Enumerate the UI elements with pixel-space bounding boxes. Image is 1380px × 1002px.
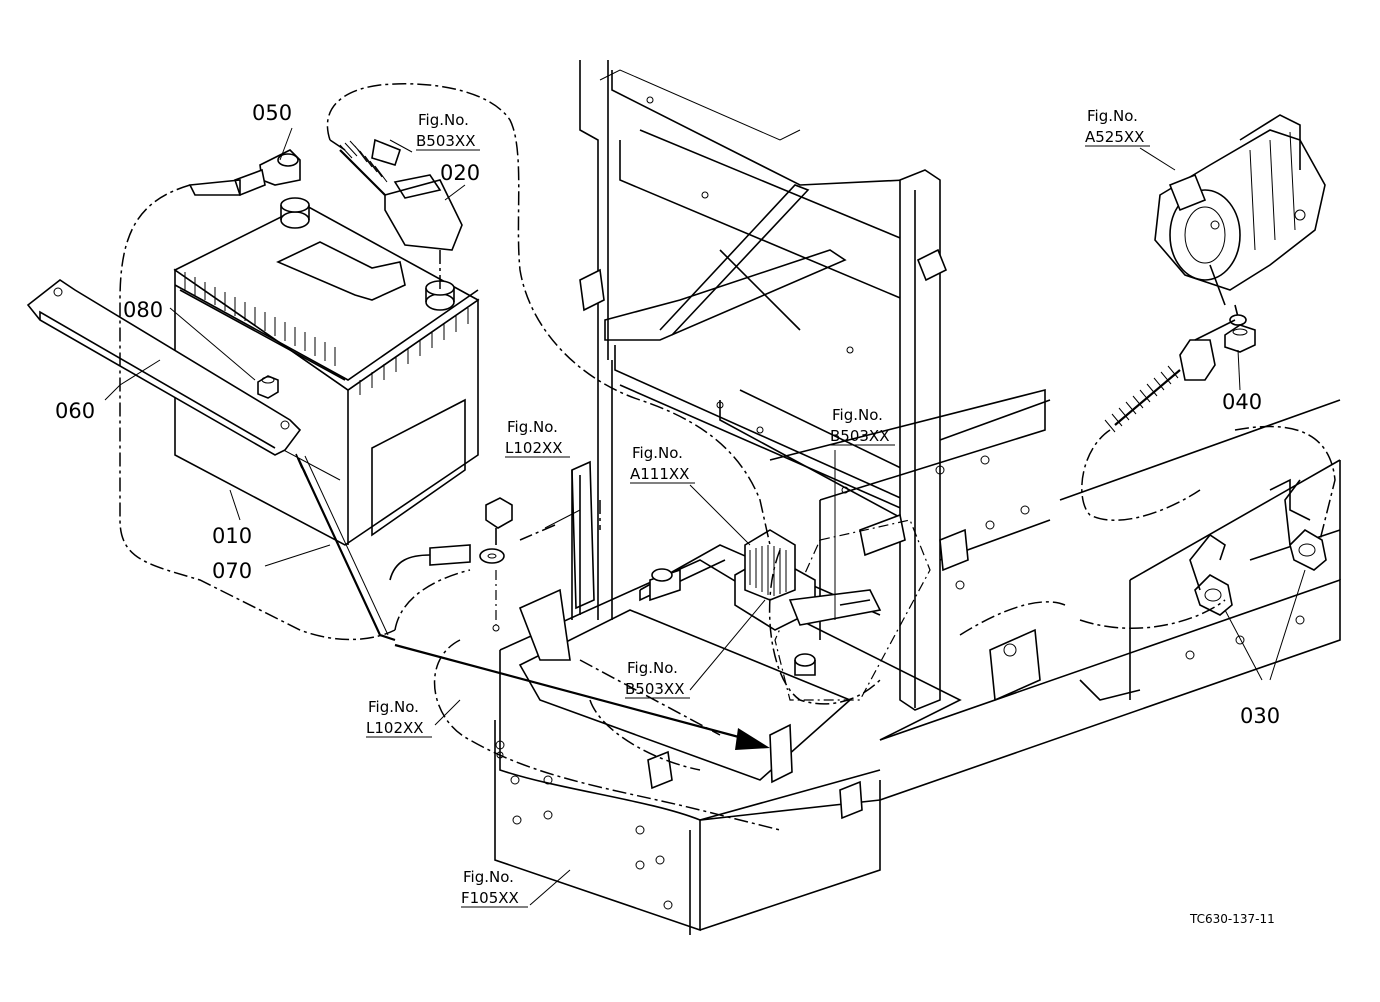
starter-cable: [1104, 319, 1256, 433]
fig-ref-a111-line1: Fig.No.: [632, 444, 683, 462]
part-label-030: 030: [1240, 704, 1280, 728]
cable-spring: [339, 140, 388, 183]
fig-ref-a111-line2: A111XX: [630, 465, 689, 483]
fig-ref-l102-mid-line1: Fig.No.: [507, 418, 558, 436]
machine-frame: [494, 60, 1341, 935]
battery-ribs: [184, 272, 469, 395]
starter-motor: [1154, 114, 1326, 326]
part-numbers: 050 020 080 060 010 070 040 030: [55, 101, 1280, 728]
fig-ref-b503-low-line1: Fig.No.: [627, 659, 678, 677]
cable-routing: [119, 83, 1336, 831]
fig-ref-f105-line1: Fig.No.: [463, 868, 514, 886]
fig-ref-a525-line1: Fig.No.: [1087, 107, 1138, 125]
fig-ref-f105-line2: F105XX: [461, 889, 519, 907]
cable-clamps-030: [1189, 479, 1327, 616]
earth-cable: [389, 497, 513, 632]
positive-cable-020: [329, 138, 463, 251]
part-label-020: 020: [440, 161, 480, 185]
starter-cable-spring: [1104, 365, 1179, 433]
battery: [173, 197, 480, 546]
fig-ref-b503-mid-line1: Fig.No.: [832, 406, 883, 424]
installation-arrow: [394, 643, 770, 750]
terminal-clamp-050: [188, 149, 301, 197]
drawing-code: TC630-137-11: [1189, 912, 1275, 926]
part-label-040: 040: [1222, 390, 1262, 414]
fig-ref-b503-mid-line2: B503XX: [830, 427, 889, 445]
fig-ref-l102-low-line1: Fig.No.: [368, 698, 419, 716]
nut-080: [257, 375, 279, 399]
fig-ref-b503-top-line2: B503XX: [416, 132, 475, 150]
box-holes: [495, 740, 673, 910]
part-label-080: 080: [123, 298, 163, 322]
figure-references: Fig.No. B503XX Fig.No. A525XX Fig.No. L1…: [366, 107, 1150, 908]
part-label-050: 050: [252, 101, 292, 125]
frame-holes: [646, 96, 1305, 660]
fig-ref-b503-top-line1: Fig.No.: [418, 111, 469, 129]
part-label-060: 060: [55, 399, 95, 423]
fig-ref-l102-low-line2: L102XX: [366, 719, 424, 737]
fig-ref-l102-mid-line2: L102XX: [505, 439, 563, 457]
relay-block: [649, 529, 882, 676]
fig-ref-b503-low-line2: B503XX: [625, 680, 684, 698]
part-label-070: 070: [212, 559, 252, 583]
battery-holder-bar: [26, 279, 302, 456]
part-label-010: 010: [212, 524, 252, 548]
fig-ref-a525-line2: A525XX: [1085, 128, 1144, 146]
leader-lines: [104, 127, 1306, 906]
